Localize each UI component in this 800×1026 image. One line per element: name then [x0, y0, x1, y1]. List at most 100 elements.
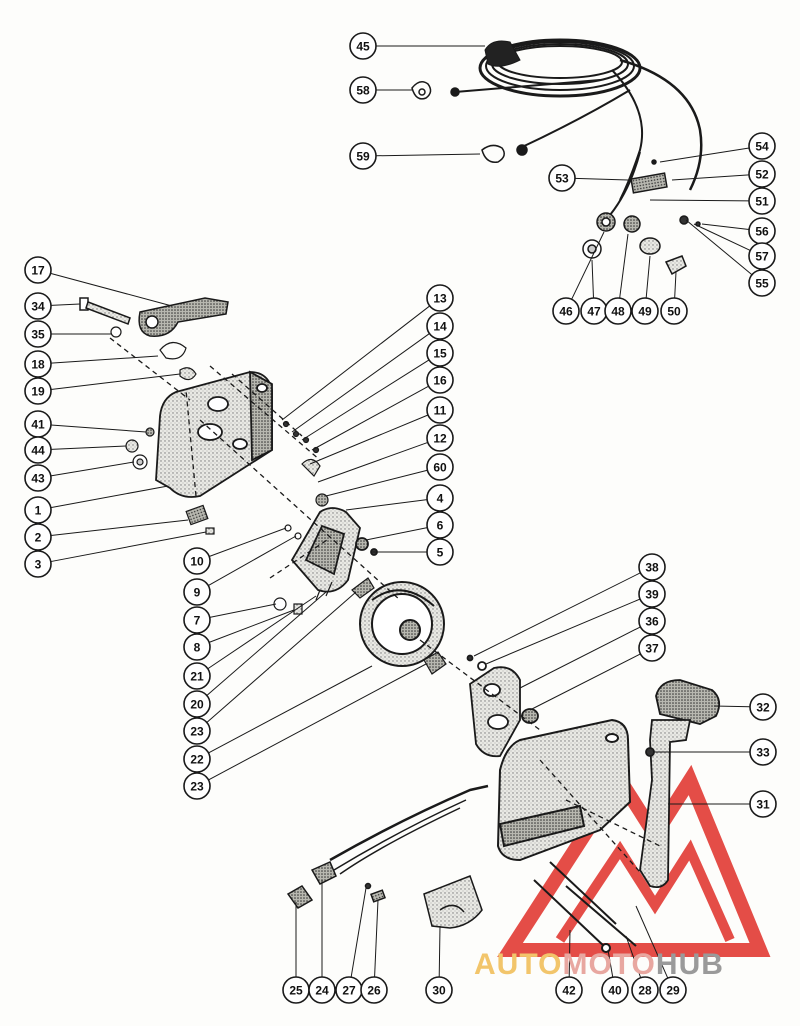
callout-number: 40	[608, 984, 622, 998]
callout-circle	[638, 580, 666, 608]
callout-number: 27	[342, 984, 356, 998]
callout-circle	[631, 976, 659, 1004]
callout-circle	[638, 634, 666, 662]
callout-19: 19	[24, 373, 181, 405]
callout-circle	[24, 496, 52, 524]
callout-circle	[552, 297, 580, 325]
watermark-moto: MOTO	[562, 948, 655, 981]
leader-line	[50, 355, 159, 364]
callout-circle	[555, 976, 583, 1004]
leader-line	[209, 603, 277, 618]
leader-line	[206, 591, 327, 696]
callout-circle	[24, 523, 52, 551]
leader-line	[208, 535, 297, 587]
callout-27: 27	[335, 887, 367, 1004]
cable-24	[310, 784, 489, 885]
callout-60: 60	[325, 453, 454, 497]
leader-line	[607, 949, 614, 978]
callout-number: 26	[367, 984, 381, 998]
callout-circle	[748, 132, 776, 160]
callout-circle	[660, 297, 688, 325]
watermark-hub: HUB	[656, 948, 724, 981]
callout-number: 55	[755, 277, 769, 291]
callout-circle	[24, 350, 52, 378]
mount-plate-1	[155, 370, 273, 498]
callout-22: 22	[183, 665, 373, 773]
callout-number: 52	[755, 168, 769, 182]
terminal-58	[411, 81, 460, 100]
callout-47: 47	[580, 259, 608, 325]
leader-line	[713, 705, 751, 708]
callout-30: 30	[425, 925, 453, 1004]
callout-number: 37	[645, 642, 659, 656]
leader-line	[568, 929, 571, 978]
callout-number: 57	[755, 250, 769, 264]
leader-line	[50, 461, 135, 477]
callout-8: 8	[183, 609, 295, 661]
callout-53: 53	[548, 164, 629, 192]
callout-circle	[24, 320, 52, 348]
callout-number: 1	[35, 504, 42, 518]
leader-line	[208, 609, 295, 643]
callout-circle	[426, 538, 454, 566]
callout-circle	[426, 366, 454, 394]
callout-circle	[749, 738, 777, 766]
callout-number: 59	[356, 150, 370, 164]
callout-circle	[183, 633, 211, 661]
callout-number: 21	[190, 670, 204, 684]
callout-circle	[748, 187, 776, 215]
leader-line	[50, 373, 181, 390]
callout-number: 2	[35, 531, 42, 545]
callout-circle	[183, 578, 211, 606]
callout-circle	[24, 292, 52, 320]
callout-circle	[659, 976, 687, 1004]
callout-36: 36	[519, 607, 666, 689]
leader-line	[619, 233, 629, 299]
leader-line	[374, 899, 379, 978]
callout-5: 5	[372, 538, 454, 566]
callout-52: 52	[671, 160, 776, 188]
callout-number: 33	[756, 746, 770, 760]
callout-circle	[24, 377, 52, 405]
leader-line	[301, 359, 430, 441]
callout-9: 9	[183, 535, 297, 606]
leader-line	[50, 445, 127, 450]
callout-18: 18	[24, 350, 159, 378]
leader-line	[291, 333, 430, 433]
callout-number: 10	[190, 555, 204, 569]
assembly-lines	[109, 337, 661, 873]
callout-55: 55	[685, 219, 776, 297]
cam-23	[423, 651, 447, 675]
leader-line	[519, 626, 641, 689]
lever-handle-32	[639, 679, 721, 889]
callout-number: 32	[756, 701, 770, 715]
callout-48: 48	[604, 233, 632, 325]
leader-line	[674, 271, 677, 299]
small-parts-left	[110, 326, 215, 535]
callout-circle	[183, 717, 211, 745]
callout-number: 17	[31, 264, 45, 278]
leader-line	[438, 925, 441, 978]
callout-circle	[349, 32, 377, 60]
plate-36	[466, 654, 539, 758]
watermark-auto: AUTO	[474, 948, 562, 981]
housing-4	[290, 507, 378, 593]
callout-number: 14	[433, 320, 447, 334]
leader-line	[50, 485, 169, 509]
leader-line	[311, 385, 429, 451]
callout-circle	[748, 160, 776, 188]
callout-29: 29	[635, 905, 687, 1004]
callout-31: 31	[668, 790, 777, 818]
leader-line	[209, 527, 287, 557]
callout-circle	[183, 662, 211, 690]
callout-number: 35	[31, 328, 45, 342]
callout-14: 14	[291, 312, 454, 433]
callout-35: 35	[24, 320, 112, 348]
callout-number: 54	[755, 140, 769, 154]
callout-number: 48	[611, 305, 625, 319]
leader-line	[574, 177, 629, 181]
callout-number: 46	[559, 305, 573, 319]
callout-number: 22	[190, 753, 204, 767]
callout-number: 7	[194, 614, 201, 628]
